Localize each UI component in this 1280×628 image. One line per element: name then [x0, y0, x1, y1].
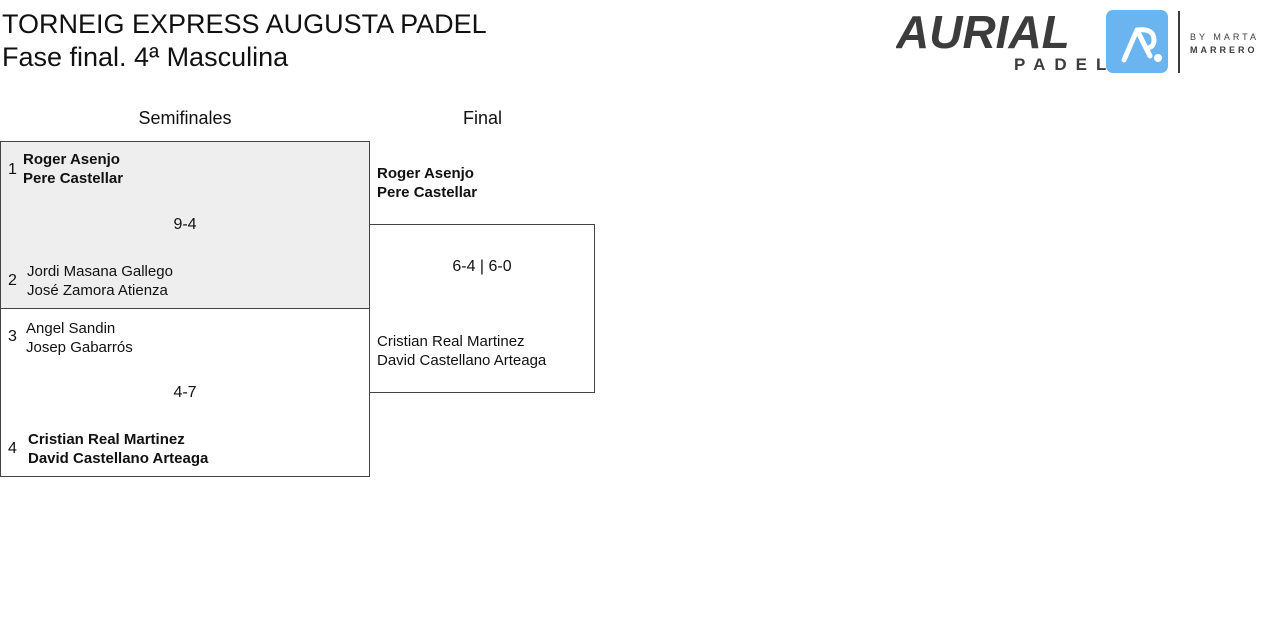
- final-match: 6-4 | 6-0 Cristian Real Martinez David C…: [369, 224, 595, 393]
- player-name: Angel Sandin: [26, 320, 116, 337]
- phase-title: Fase final. 4ª Masculina: [2, 42, 289, 72]
- svg-text:BY MARTA: BY MARTA: [1190, 32, 1259, 42]
- team-pair: Jordi Masana Gallego José Zamora Atienza: [27, 262, 173, 300]
- tournament-title: TORNEIG EXPRESS AUGUSTA PADEL: [2, 9, 487, 39]
- match-score: 6-4 | 6-0: [452, 258, 512, 275]
- aurial-padel-logo: AURIAL PADEL BY MARTA MARRERO: [895, 6, 1272, 76]
- player-name: David Castellano Arteaga: [28, 450, 209, 467]
- player-name: Roger Asenjo: [377, 165, 474, 182]
- svg-text:AURIAL: AURIAL: [896, 8, 1070, 58]
- player-name: Josep Gabarrós: [26, 339, 133, 356]
- final-team-bottom: Cristian Real Martinez David Castellano …: [377, 332, 546, 370]
- match-score: 9-4: [173, 216, 197, 233]
- player-name: Pere Castellar: [23, 170, 124, 187]
- seed-number: 1: [8, 161, 17, 178]
- svg-text:MARRERO: MARRERO: [1190, 45, 1258, 55]
- semifinal-match-1: 1 Roger Asenjo Pere Castellar 9-4 2 Jord…: [0, 141, 370, 309]
- final-team-top: Roger Asenjo Pere Castellar: [377, 164, 477, 202]
- seed-number: 2: [8, 272, 17, 289]
- player-name: David Castellano Arteaga: [377, 352, 547, 369]
- team-pair: Roger Asenjo Pere Castellar: [23, 150, 123, 188]
- player-name: José Zamora Atienza: [27, 282, 168, 299]
- semifinal-match-2: 3 Angel Sandin Josep Gabarrós 4-7 4 Cris…: [0, 308, 370, 477]
- player-name: Jordi Masana Gallego: [27, 263, 173, 280]
- player-name: Cristian Real Martinez: [28, 431, 185, 448]
- player-name: Cristian Real Martinez: [377, 333, 525, 350]
- match-score: 4-7: [173, 384, 197, 401]
- round-header-semifinals: Semifinales: [138, 108, 232, 128]
- player-name: Pere Castellar: [377, 184, 478, 201]
- player-name: Roger Asenjo: [23, 151, 120, 168]
- team-pair: Cristian Real Martinez David Castellano …: [28, 430, 208, 468]
- seed-number: 4: [8, 440, 17, 457]
- svg-text:PADEL: PADEL: [1014, 55, 1115, 74]
- seed-number: 3: [8, 328, 17, 345]
- round-header-final: Final: [462, 108, 502, 128]
- team-pair: Angel Sandin Josep Gabarrós: [26, 319, 133, 357]
